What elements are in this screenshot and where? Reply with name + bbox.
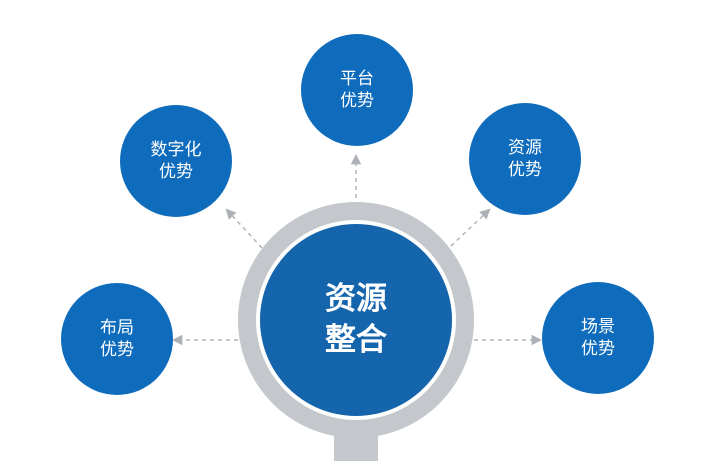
- node-label-line1: 平台: [340, 68, 374, 89]
- node-platform: [301, 34, 413, 146]
- node-layout: [61, 283, 173, 395]
- node-label-line2: 优势: [340, 91, 374, 111]
- node-label-platform: 平台 优势: [340, 68, 374, 112]
- node-digital: [120, 105, 232, 217]
- node-label-line1: 数字化: [150, 139, 202, 160]
- nodes: [61, 34, 654, 395]
- center-label: 资源 整合: [325, 279, 387, 361]
- node-label-digital: 数字化 优势: [151, 139, 202, 183]
- node-label-line2: 优势: [100, 340, 134, 360]
- node-label-resource: 资源 优势: [508, 137, 542, 181]
- center-label-line2: 整合: [325, 322, 387, 358]
- arrow-to-digital: [225, 208, 263, 249]
- connectors: [171, 153, 543, 346]
- node-resource: [469, 103, 581, 215]
- node-label-line1: 资源: [508, 137, 542, 158]
- node-label-scene: 场景 优势: [581, 316, 615, 360]
- center-circle: [260, 224, 452, 416]
- node-label-line2: 优势: [159, 162, 193, 182]
- node-label-line2: 优势: [581, 339, 615, 359]
- arrow-to-resource: [450, 208, 491, 247]
- center-label-line1: 资源: [325, 281, 387, 318]
- node-label-line2: 优势: [508, 160, 542, 180]
- node-label-line1: 场景: [581, 316, 615, 337]
- node-label-layout: 布局 优势: [100, 317, 134, 361]
- node-scene: [542, 282, 654, 394]
- node-label-line1: 布局: [100, 317, 134, 338]
